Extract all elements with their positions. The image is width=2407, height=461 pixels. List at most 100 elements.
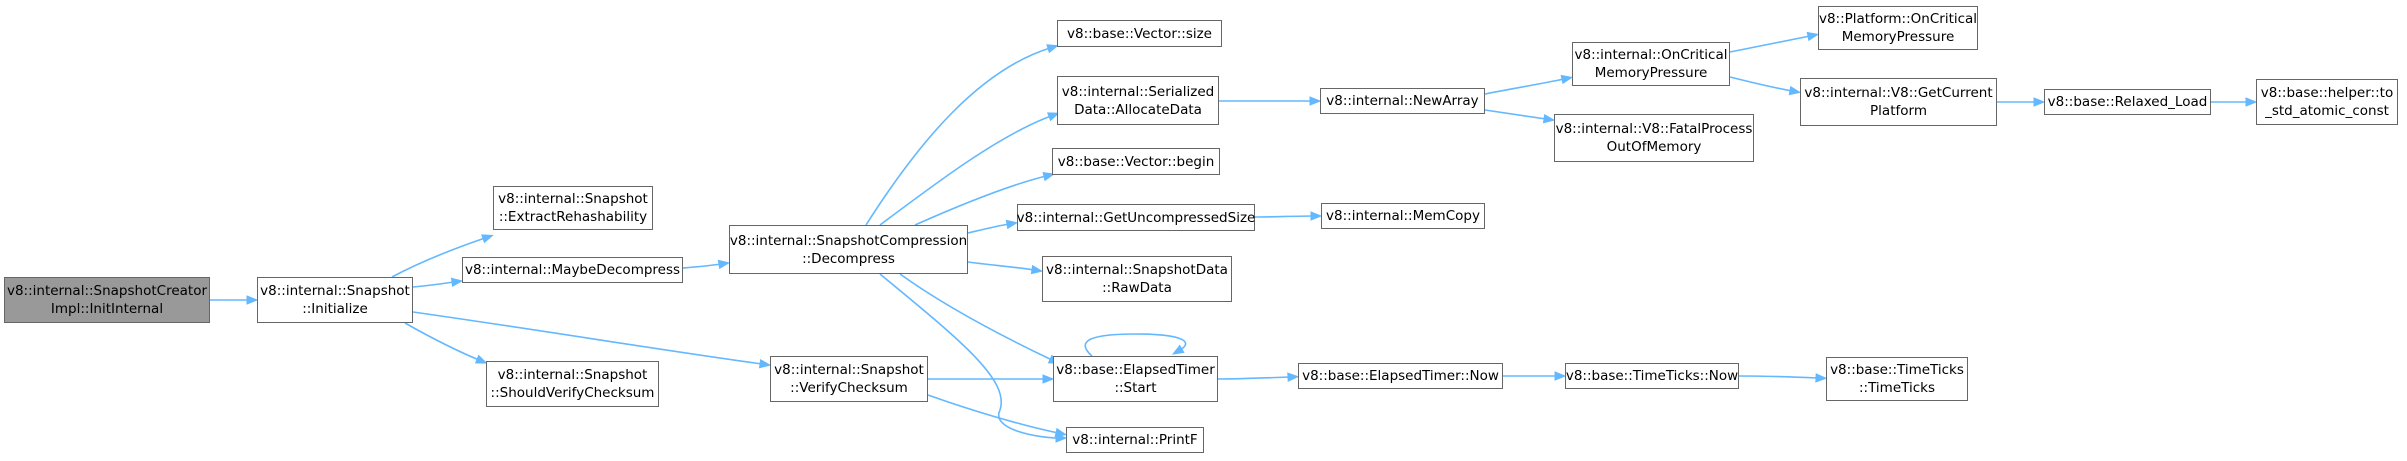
edge-line [391,237,486,278]
edge-n1-n2 [391,234,494,278]
function-node-label: ::RawData [1102,280,1172,296]
edge-line [682,263,722,269]
function-node[interactable]: v8::base::Relaxed_Load [2044,89,2211,115]
function-node[interactable]: v8::internal::GetUncompressedSize [1017,204,1255,231]
edge-line [1484,78,1565,95]
function-node-label: v8::base::helper::to [2260,85,2394,101]
arrowhead [1806,31,1820,42]
function-node-label: v8::internal::SnapshotCreator [6,283,208,299]
function-node-label: ::Start [1114,380,1157,396]
edge-n14-n17 [1484,74,1574,95]
arrowhead [450,277,464,287]
function-node-label: v8::internal::Snapshot [774,362,924,378]
function-node[interactable]: v8::internal::MaybeDecompress [462,257,683,283]
arrowhead [1042,374,1055,384]
edge-line [1254,215,1314,218]
edge-line [899,273,1053,361]
edge-n23-n24 [2211,97,2258,107]
function-node-label: Impl::InitInternal [50,301,164,317]
arrowhead [1287,372,1300,382]
function-node-label: v8::base::ElapsedTimer [1056,362,1215,378]
function-node-label: ::ShouldVerifyChecksum [490,385,655,401]
arrowhead [1560,74,1574,85]
function-node-label: v8::internal::OnCritical [1574,47,1728,63]
arrowhead [474,354,488,364]
function-node-label: v8::base::ElapsedTimer::Now [1302,368,1499,384]
edge-line [914,175,1047,226]
edge-n4-n8 [879,112,1060,226]
arrowhead [1005,219,1019,230]
function-node[interactable]: v8::internal::Snapshot::ShouldVerifyChec… [486,361,659,407]
edge-line [1217,376,1291,380]
arrowhead [1042,172,1056,182]
function-node[interactable]: v8::base::TimeTicks::Now [1565,363,1739,389]
edge-line [1484,109,1547,120]
function-node-label: v8::internal::SnapshotCompression [729,232,968,249]
function-node[interactable]: v8::internal::MemCopy [1321,203,1485,229]
arrowhead [1046,44,1059,54]
arrowhead [1054,427,1068,438]
edge-n16-n19 [1503,371,1567,381]
edge-line [1084,333,1187,357]
edge-n3-n4 [682,259,731,270]
function-node-label: v8::internal::GetUncompressedSize [1016,209,1256,226]
arrowhead [1309,96,1322,106]
edge-n6-n12 [927,374,1055,384]
arrowhead [2033,97,2046,107]
function-node-label: Data::AllocateData [1074,101,1202,118]
function-node-label: v8::internal::Snapshot [497,367,648,383]
edge-n14-n18 [1484,109,1556,124]
arrowhead [717,259,731,270]
function-node-label: v8::internal::V8::GetCurrent [1804,85,1993,101]
edge-n10-n15 [1254,211,1323,221]
edge-n19-n22 [1738,373,1828,383]
function-node-label: Platform [1870,103,1927,119]
function-node-label: v8::internal::MaybeDecompress [464,262,681,278]
function-node[interactable]: v8::internal::Snapshot::Initialize [257,277,413,323]
function-node[interactable]: v8::base::helper::to_std_atomic_const [2256,79,2398,125]
function-node[interactable]: v8::base::TimeTicks::TimeTicks [1826,357,1968,401]
arrowhead [1542,114,1556,124]
function-node-label: v8::internal::PrintF [1072,432,1198,448]
function-node[interactable]: v8::internal::PrintF [1066,427,1204,453]
arrowhead [2245,97,2258,107]
function-node-label: v8::base::TimeTicks [1830,362,1964,378]
arrowhead [1046,112,1060,122]
function-node-label: v8::Platform::OnCritical [1818,11,1978,27]
edge-n1-n5 [404,322,488,364]
edge-n17-n20 [1729,31,1820,53]
function-node[interactable]: v8::internal::SnapshotCompression::Decom… [729,225,968,274]
edge-n12-n12 [1084,333,1187,357]
function-node-label: MemoryPressure [1594,65,1708,81]
arrowhead [1788,85,1802,96]
function-node[interactable]: v8::internal::SnapshotData::RawData [1042,256,1232,302]
edge-n4-n11 [967,261,1044,275]
function-node[interactable]: v8::internal::Snapshot::VerifyChecksum [770,356,928,402]
edge-line [412,311,763,365]
arrowhead [758,359,772,369]
edge-n4-n9 [914,172,1056,226]
edge-n1-n6 [412,311,772,369]
function-node[interactable]: v8::base::Vector::size [1057,20,1222,47]
function-node[interactable]: v8::internal::NewArray [1320,88,1485,114]
function-node[interactable]: v8::base::ElapsedTimer::Now [1298,363,1503,389]
edge-n0-n1 [209,295,259,305]
edge-n12-n16 [1217,372,1300,382]
function-node-label: OutOfMemory [1606,139,1702,155]
function-node-label: ::ExtractRehashability [498,209,648,225]
function-node[interactable]: v8::internal::Snapshot::ExtractRehashabi… [493,186,653,230]
function-node-label: v8::base::TimeTicks::Now [1565,368,1739,384]
function-node[interactable]: v8::base::ElapsedTimer::Start [1053,356,1218,402]
edge-line [879,115,1052,226]
function-node[interactable]: v8::base::Vector::begin [1052,148,1220,175]
edge-line [1729,35,1811,53]
edge-n21-n23 [1997,97,2046,107]
arrowhead [1030,264,1044,275]
